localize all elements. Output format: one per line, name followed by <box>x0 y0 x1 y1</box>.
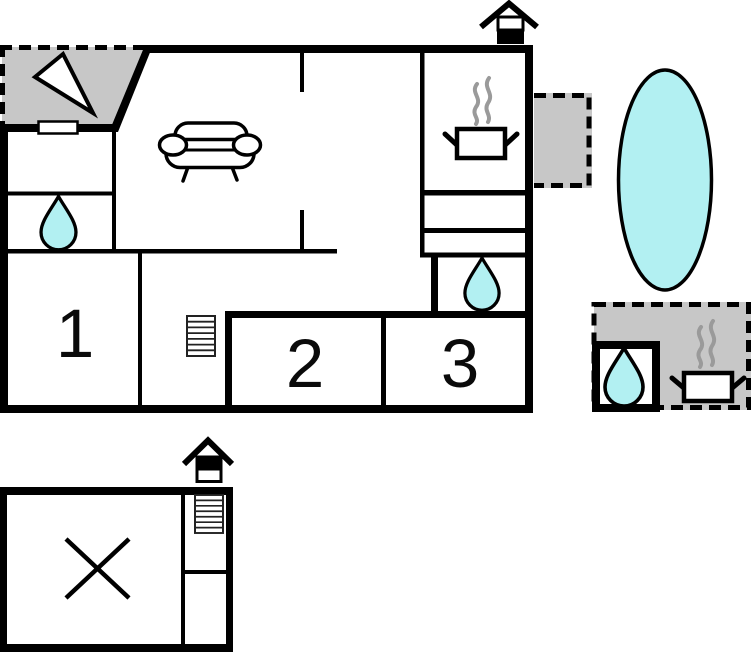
wall-segment <box>420 53 425 255</box>
wall-segment <box>225 311 533 318</box>
wall-segment <box>420 252 525 258</box>
room-2-label: 2 <box>286 325 324 402</box>
pot-body <box>681 370 735 404</box>
water-drop-icon <box>39 194 78 252</box>
stove-pot-icon <box>442 126 520 161</box>
wall-segment <box>0 191 114 196</box>
wall-segment <box>0 487 7 652</box>
wall-segment <box>226 487 233 652</box>
chimney-icon <box>181 436 235 483</box>
steam-line <box>708 319 717 367</box>
sofa-armrest <box>231 133 263 157</box>
wall-segment <box>138 251 142 407</box>
chimney-body-bottom <box>195 467 223 483</box>
room-3-label: 3 <box>441 325 479 402</box>
wall-segment <box>0 405 533 413</box>
chimney-roof <box>479 0 539 30</box>
x-line <box>64 537 131 600</box>
compass-arrow-icon <box>31 50 99 119</box>
wall-segment <box>143 45 533 53</box>
stove-pot-icon <box>669 370 747 404</box>
side-terrace-area <box>534 93 592 188</box>
side-terrace-dashed-border <box>534 93 592 188</box>
side-terrace-fill <box>534 93 592 188</box>
wall-segment <box>300 210 304 251</box>
wall-segment <box>420 190 525 196</box>
steam-line <box>484 76 493 124</box>
wall-segment <box>431 253 438 313</box>
wall-segment <box>112 130 116 251</box>
steam-line <box>472 82 481 126</box>
wall-segment <box>525 45 533 413</box>
chimney-body-top <box>496 15 525 32</box>
chimney-body-bottom <box>497 29 524 44</box>
pond <box>616 68 714 292</box>
wall-segment <box>381 315 386 407</box>
chimney-roof <box>181 436 235 467</box>
sofa-armrest <box>157 133 189 157</box>
wall-segment <box>420 228 525 233</box>
stairs-icon <box>194 494 224 534</box>
wall-segment <box>300 53 304 92</box>
chimney-body-top <box>195 455 223 469</box>
wall-segment <box>181 495 185 644</box>
wall-segment-diagonal <box>109 45 153 132</box>
room-1-label: 1 <box>56 295 94 372</box>
window-icon <box>37 120 79 135</box>
sofa-icon <box>157 121 263 183</box>
stairs-icon <box>186 315 216 357</box>
wall-segment <box>0 644 233 652</box>
water-drop-icon <box>463 256 501 312</box>
steam-icon <box>696 319 717 369</box>
steam-icon <box>472 76 493 126</box>
wall-segment <box>225 311 232 408</box>
wall-segment <box>0 487 233 495</box>
x-mark-icon <box>64 537 131 600</box>
wall-segment <box>183 570 226 574</box>
wall-segment <box>0 124 8 413</box>
chimney-icon <box>479 0 539 44</box>
sofa-leg <box>181 165 190 183</box>
steam-line <box>696 325 705 369</box>
pot-body <box>454 126 508 161</box>
wall-segment <box>0 249 337 254</box>
